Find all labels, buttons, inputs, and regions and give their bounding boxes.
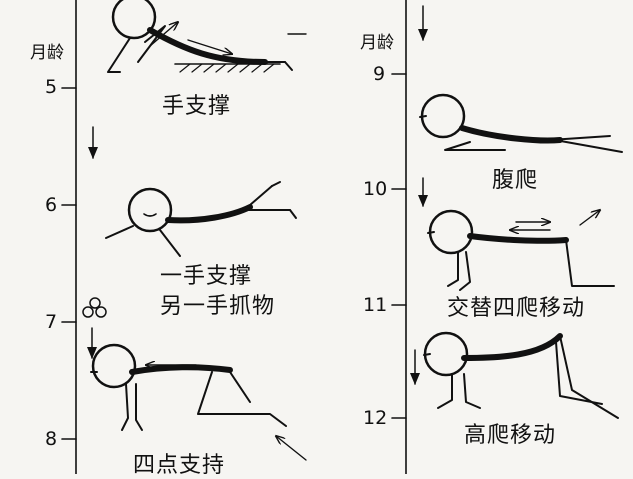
figure-four-point bbox=[90, 343, 307, 461]
caption-one-hand-support: 一手支撑 bbox=[160, 264, 253, 289]
left-axis-unit: 月龄 bbox=[30, 43, 64, 63]
toy-balls-icon bbox=[82, 297, 107, 318]
figure-hand-support bbox=[107, 0, 307, 73]
figure-one-hand-grab bbox=[105, 181, 297, 257]
right-tick-12: 12 bbox=[363, 407, 388, 429]
left-tick-8: 8 bbox=[45, 428, 58, 450]
figure-belly-crawl bbox=[419, 93, 623, 153]
caption-high-crawl: 高爬移动 bbox=[464, 423, 557, 448]
left-timeline bbox=[61, 0, 77, 474]
figure-high-crawl bbox=[423, 331, 619, 419]
right-axis-unit: 月龄 bbox=[360, 33, 394, 53]
right-tick-10: 10 bbox=[363, 178, 388, 200]
left-tick-5: 5 bbox=[45, 76, 58, 98]
caption-hand-support: 手支撑 bbox=[162, 94, 232, 119]
caption-belly-crawl: 腹爬 bbox=[492, 168, 539, 193]
figure-alternating-crawl bbox=[427, 210, 615, 291]
right-timeline bbox=[391, 0, 407, 474]
caption-other-hand-grab: 另一手抓物 bbox=[160, 294, 276, 319]
left-tick-7: 7 bbox=[45, 311, 58, 333]
right-tick-11: 11 bbox=[363, 294, 388, 316]
left-tick-6: 6 bbox=[45, 194, 58, 216]
caption-alternating-crawl: 交替四爬移动 bbox=[447, 296, 586, 321]
right-tick-9: 9 bbox=[373, 63, 386, 85]
